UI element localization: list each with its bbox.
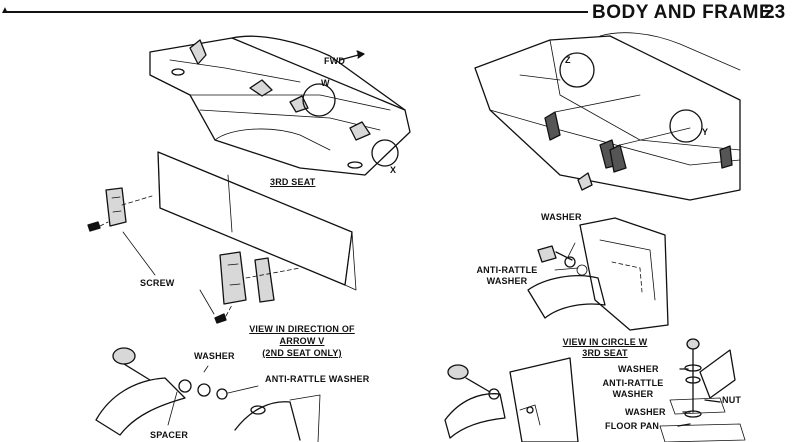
callout-y: Y xyxy=(702,127,709,137)
bottom-left-bolt-illustration xyxy=(95,347,321,442)
callout-z: Z xyxy=(565,55,571,65)
page-number: 23 xyxy=(764,2,786,23)
third-seat-caption: 3RD SEAT xyxy=(270,177,316,187)
view-direction-caption-line3: (2ND SEAT ONLY) xyxy=(262,348,342,358)
fwd-label: FWD xyxy=(324,56,346,66)
bottom-right-washer-top-label: WASHER xyxy=(618,364,659,374)
second-seat-belt-illustration xyxy=(474,32,741,201)
bottom-right-washer-bottom-label: WASHER xyxy=(625,407,666,417)
header-rule xyxy=(6,11,588,13)
circle-w-caption-line1: VIEW IN CIRCLE W xyxy=(562,337,648,347)
circle-w-anti-rattle-line1: ANTI-RATTLE xyxy=(476,265,538,275)
bottom-left-anti-rattle-label: ANTI-RATTLE WASHER xyxy=(265,374,370,384)
seat-panel-illustration xyxy=(87,151,357,324)
callout-w: W xyxy=(321,78,330,88)
view-direction-caption-line2: ARROW V xyxy=(279,336,325,346)
third-seat-floor-illustration xyxy=(149,35,411,176)
bottom-right-anti-rattle-line1: ANTI-RATTLE xyxy=(602,378,664,388)
floor-pan-label: FLOOR PAN xyxy=(605,421,660,431)
section-title: BODY AND FRAME xyxy=(592,2,773,23)
circle-w-detail-illustration xyxy=(527,217,669,331)
bottom-right-bolt-illustration xyxy=(444,338,746,442)
circle-w-washer-label: WASHER xyxy=(541,212,582,222)
bottom-right-anti-rattle-line2: WASHER xyxy=(612,389,654,399)
bottom-left-washer-label: WASHER xyxy=(194,351,235,361)
view-direction-caption-line1: VIEW IN DIRECTION OF xyxy=(249,324,355,334)
screw-label: SCREW xyxy=(140,278,175,288)
nut-label: NUT xyxy=(722,395,742,405)
spacer-label: SPACER xyxy=(150,430,189,440)
circle-w-anti-rattle-line2: WASHER xyxy=(486,276,528,286)
callout-x: X xyxy=(390,165,397,175)
circle-w-caption-line2: 3RD SEAT xyxy=(582,348,628,358)
header-arrow-icon: ▲ xyxy=(0,5,10,16)
